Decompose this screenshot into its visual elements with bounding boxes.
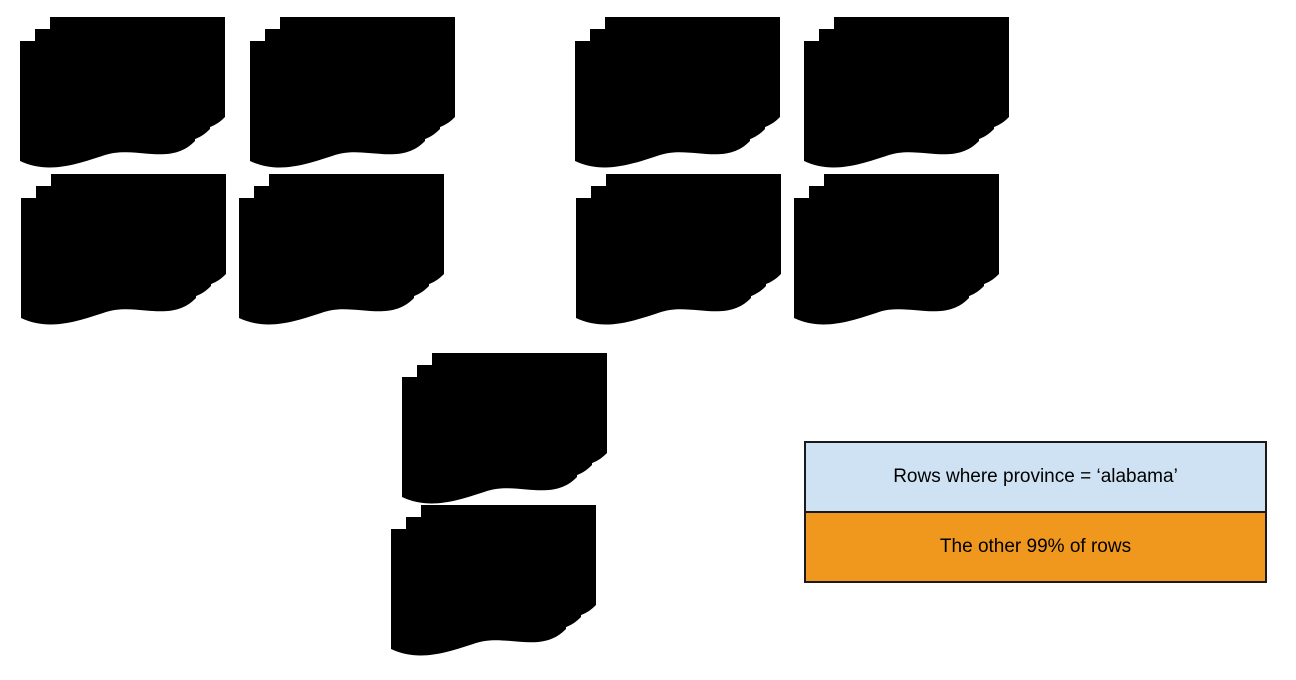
region-stack-us-east-2: us-east-2 — [238, 173, 446, 333]
region-label: us-west-1 — [66, 87, 149, 109]
region-stack-eu-east-2: eu-east-2 — [793, 173, 1001, 333]
region-label: eu-west-2 — [621, 244, 706, 266]
region-label: ap-east-2 — [438, 575, 519, 597]
region-label: ap-east-1 — [449, 423, 530, 445]
region-label: eu-west-1 — [620, 87, 705, 109]
legend-item-other-rows: The other 99% of rows — [806, 511, 1265, 581]
legend-item-label: The other 99% of rows — [939, 536, 1132, 557]
legend-item-label: Rows where province = ‘alabama’ — [893, 466, 1178, 487]
region-stack-us-west-1: us-west-1 — [19, 16, 227, 176]
region-stack-us-east-1: us-east-1 — [249, 16, 457, 176]
region-label: us-east-1 — [297, 87, 378, 109]
legend-item-alabama-rows: Rows where province = ‘alabama’ — [806, 443, 1265, 511]
region-stack-eu-east-1: eu-east-1 — [803, 16, 1011, 176]
region-stack-eu-west-2: eu-west-2 — [575, 173, 783, 333]
region-stack-ap-east-2: ap-east-2 — [390, 504, 598, 664]
region-stack-us-west-2: us-west-2 — [20, 173, 228, 333]
region-stack-ap-east-1: ap-east-1 — [401, 352, 609, 512]
legend: Rows where province = ‘alabama’ The othe… — [804, 441, 1267, 583]
region-stack-eu-west-1: eu-west-1 — [574, 16, 782, 176]
region-label: us-east-2 — [286, 244, 367, 266]
region-label: eu-east-2 — [841, 244, 922, 266]
region-label: us-west-2 — [67, 244, 150, 266]
region-label: eu-east-1 — [851, 87, 932, 109]
